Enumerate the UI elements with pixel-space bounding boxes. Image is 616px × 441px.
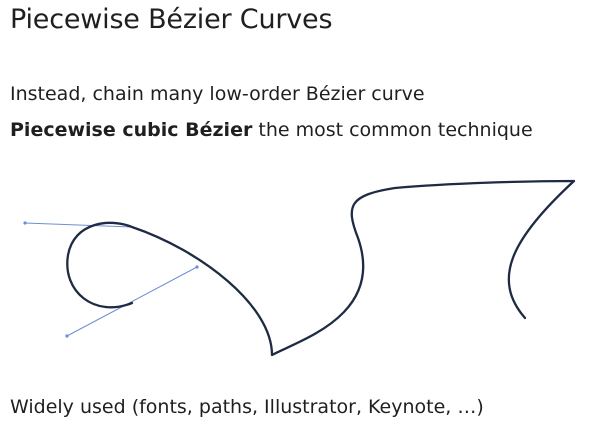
control-points [23,221,199,338]
usage-line: Widely used (fonts, paths, Illustrator, … [10,396,484,418]
intro-line: Instead, chain many low-order Bézier cur… [10,83,425,105]
control-point [65,334,69,338]
handle-line-lower [66,266,198,337]
technique-emphasis: Piecewise cubic Bézier [10,119,253,141]
slide-title: Piecewise Bézier Curves [10,4,333,35]
control-point [195,265,199,269]
technique-description: the most common technique [252,119,533,141]
bezier-curve-figure [23,179,576,357]
control-handles [24,222,198,337]
handle-line-top [24,222,133,228]
technique-line: Piecewise cubic Bézier the most common t… [10,119,533,141]
piecewise-curve [66,179,576,357]
control-point [23,221,27,225]
